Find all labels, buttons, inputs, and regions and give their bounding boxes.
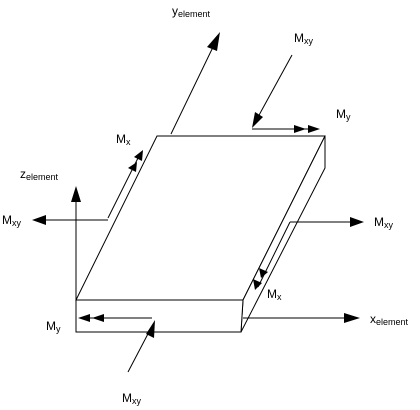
plate-front-face xyxy=(75,299,244,333)
mx-top-arrow xyxy=(107,150,143,219)
mxy-top-label: Mxy xyxy=(294,31,314,46)
mxy-right-arrow xyxy=(290,217,364,227)
mx-top-label: Mx xyxy=(116,132,131,147)
x-element-axis xyxy=(243,313,360,323)
x-element-label: xelement xyxy=(370,312,409,327)
my-top-arrow xyxy=(252,125,320,133)
my-top-label: My xyxy=(336,107,351,122)
mx-right-arrow xyxy=(253,221,291,290)
plate-element xyxy=(75,135,326,333)
mxy-top-arrow xyxy=(252,54,293,128)
mxy-bottom-label: Mxy xyxy=(122,391,142,406)
mxy-bottom-arrow xyxy=(127,320,155,373)
z-element-axis xyxy=(71,186,81,300)
mxy-right-label: Mxy xyxy=(374,215,394,230)
y-element-label: yelement xyxy=(172,4,211,19)
my-bottom-label: My xyxy=(46,319,61,334)
my-bottom-arrow xyxy=(78,314,152,322)
y-element-axis xyxy=(170,32,220,135)
mx-right-label: Mx xyxy=(267,287,282,302)
mxy-left-label: Mxy xyxy=(2,213,22,228)
z-element-label: zelement xyxy=(20,167,59,182)
mxy-left-arrow xyxy=(32,215,108,225)
